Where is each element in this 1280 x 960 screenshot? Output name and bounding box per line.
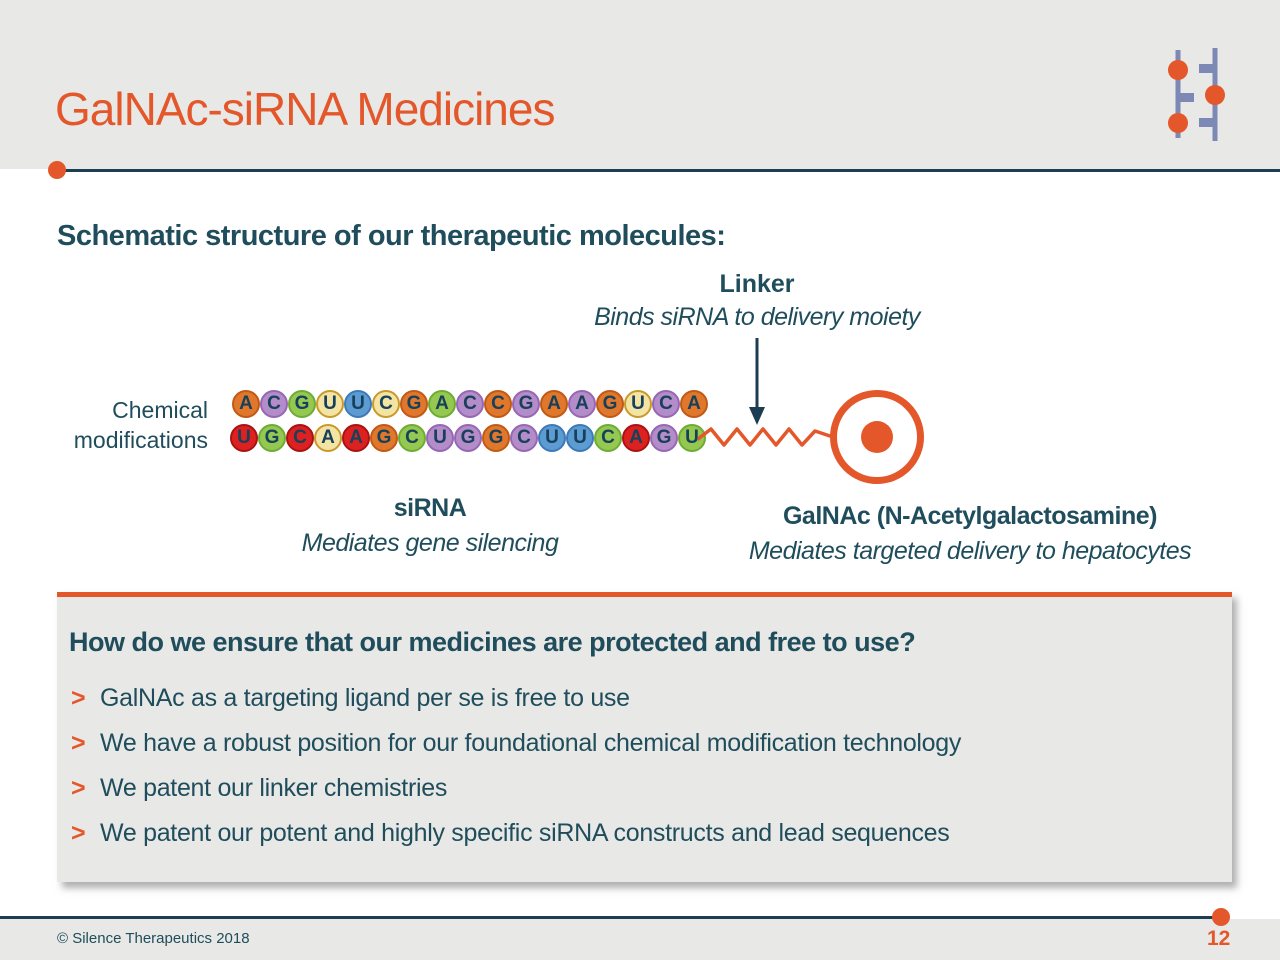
question-box-bullet-list: > GalNAc as a targeting ligand per se is … [69, 684, 1212, 847]
bullet-text: We have a robust position for our founda… [100, 729, 962, 757]
nucleotide-c: C [594, 424, 622, 452]
bullet-text: GalNAc as a targeting ligand per se is f… [100, 684, 630, 712]
page-number: 12 [1207, 927, 1231, 950]
footer-divider [0, 916, 1221, 919]
header-divider [57, 169, 1280, 172]
question-box-bullet: > GalNAc as a targeting ligand per se is … [69, 684, 1212, 712]
nucleotide-u: U [316, 390, 344, 418]
linker-label: Linker [719, 270, 795, 298]
nucleotide-a: A [680, 390, 708, 418]
nucleotide-c: C [484, 390, 512, 418]
footer-band [0, 919, 1280, 960]
linker-arrow-icon [749, 338, 765, 425]
nucleotide-g: G [482, 424, 510, 452]
question-box-heading: How do we ensure that our medicines are … [69, 627, 916, 657]
chemical-modifications-label: Chemical modifications [73, 397, 208, 453]
bullet-text: We patent our linker chemistries [100, 774, 448, 802]
header-divider-dot [48, 161, 66, 179]
nucleotide-a: A [428, 390, 456, 418]
nucleotide-a: A [540, 390, 568, 418]
sirna-description: Mediates gene silencing [301, 529, 559, 557]
bullet-chevron-icon: > [71, 819, 86, 847]
nucleotide-g: G [454, 424, 482, 452]
nucleotide-u: U [566, 424, 594, 452]
nucleotide-a: A [342, 424, 370, 452]
nucleotide-g: G [400, 390, 428, 418]
section-heading: Schematic structure of our therapeutic m… [57, 220, 726, 252]
nucleotide-c: C [456, 390, 484, 418]
nucleotide-c: C [372, 390, 400, 418]
nucleotide-g: G [370, 424, 398, 452]
nucleotide-c: C [652, 390, 680, 418]
question-box-bullet: > We patent our linker chemistries [69, 774, 1212, 802]
nucleotide-g: G [512, 390, 540, 418]
bullet-chevron-icon: > [71, 729, 86, 757]
nucleotide-g: G [258, 424, 286, 452]
nucleotide-g: G [288, 390, 316, 418]
galnac-symbol-core [861, 421, 893, 453]
header-band [0, 0, 1280, 169]
sirna-label-block: siRNA Mediates gene silencing [230, 494, 630, 558]
nucleotide-u: U [344, 390, 372, 418]
nucleotide-a: A [568, 390, 596, 418]
linker-zigzag-icon [698, 427, 834, 447]
nucleotide-a: A [314, 424, 342, 452]
linker-description: Binds siRNA to delivery moiety [594, 303, 920, 331]
nucleotide-a: A [232, 390, 260, 418]
nucleotide-u: U [538, 424, 566, 452]
galnac-label: GalNAc (N-Acetylgalactosamine) [782, 502, 1158, 530]
silence-therapeutics-logo-icon [1168, 48, 1225, 141]
sirna-label: siRNA [393, 494, 467, 522]
nucleotide-u: U [624, 390, 652, 418]
nucleotide-c: C [286, 424, 314, 452]
nucleotide-a: A [622, 424, 650, 452]
question-box-bullet: > We patent our potent and highly specifi… [69, 819, 1212, 847]
galnac-symbol [830, 390, 924, 484]
nucleotide-c: C [398, 424, 426, 452]
nucleotide-u: U [230, 424, 258, 452]
nucleotide-u: U [426, 424, 454, 452]
bullet-text: We patent our potent and highly specific… [100, 819, 950, 847]
question-box: How do we ensure that our medicines are … [57, 592, 1232, 882]
copyright-text: © Silence Therapeutics 2018 [57, 930, 250, 947]
galnac-description: Mediates targeted delivery to hepatocyte… [748, 537, 1192, 565]
footer-divider-dot [1212, 908, 1230, 926]
page-title: GalNAc-siRNA Medicines [55, 83, 555, 135]
nucleotide-g: G [596, 390, 624, 418]
nucleotide-u: U [678, 424, 706, 452]
nucleotide-c: C [260, 390, 288, 418]
galnac-label-block: GalNAc (N-Acetylgalactosamine) Mediates … [720, 502, 1220, 566]
nucleotide-g: G [650, 424, 678, 452]
bullet-chevron-icon: > [71, 684, 86, 712]
question-box-bullet: > We have a robust position for our found… [69, 729, 1212, 757]
bullet-chevron-icon: > [71, 774, 86, 802]
nucleotide-c: C [510, 424, 538, 452]
linker-label-block: Linker Binds siRNA to delivery moiety [507, 270, 1007, 332]
